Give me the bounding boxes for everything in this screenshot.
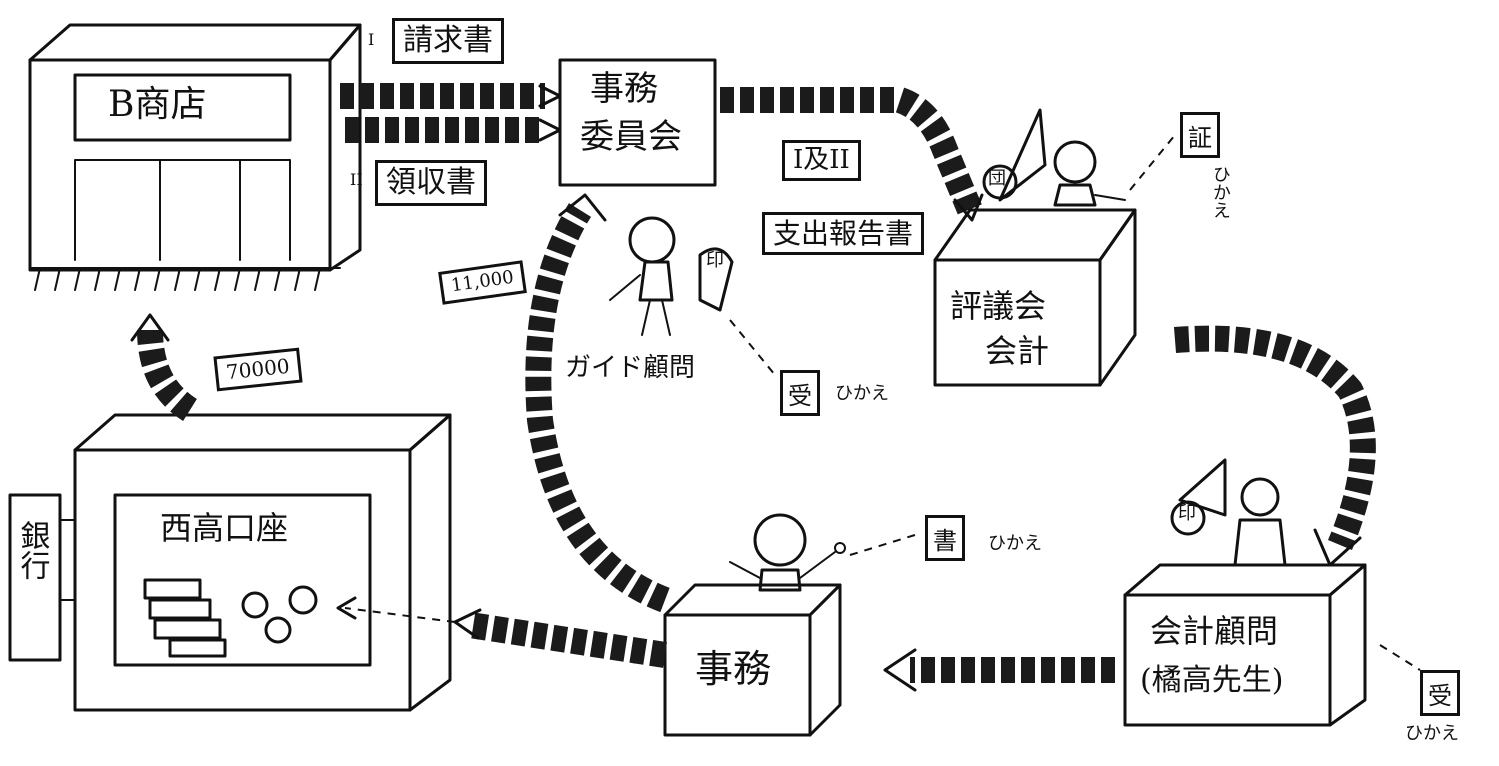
ledger-hikae: ひかえ xyxy=(1405,723,1459,744)
shop-building xyxy=(28,23,362,291)
committee-label-2: 委員会 xyxy=(580,117,682,157)
committee-box-outline xyxy=(558,58,717,187)
cert-stamp: 証 xyxy=(1180,112,1220,158)
receipt-document: 領収書 xyxy=(375,160,487,206)
council-box-outline xyxy=(933,208,1137,387)
shop-to-committee-arrows xyxy=(340,83,562,143)
expense-report: 支出報告書 xyxy=(762,212,925,256)
group-advisor-label: ガイド顧問 xyxy=(565,353,696,383)
group-advisor-person xyxy=(609,216,734,336)
office-label: 事務 xyxy=(695,647,772,691)
council-seal: 団 xyxy=(988,168,1006,189)
shop-sign: B商店 xyxy=(108,84,207,125)
receipt-number: II xyxy=(350,170,363,189)
arrow-office-to-account xyxy=(468,612,667,668)
receipt-stamp: 受 xyxy=(780,370,820,416)
committee-label-1: 事務 xyxy=(590,69,658,109)
office-box-outline xyxy=(663,583,842,737)
council-label-1: 評議会 xyxy=(950,287,1047,325)
money-stacks xyxy=(143,578,318,658)
account-label: 西高口座 xyxy=(160,509,289,547)
ledger-stamp: 受 xyxy=(1420,670,1460,716)
office-person xyxy=(729,513,846,592)
advisor-name: (橘高先生) xyxy=(1140,663,1284,698)
advisor-label: 会計顧問 xyxy=(1150,612,1279,650)
document-pair: I及II xyxy=(782,140,861,182)
arrow-committee-to-council xyxy=(720,87,982,215)
bank-label: 銀行 xyxy=(14,520,50,580)
receipt-hikae: ひかえ xyxy=(835,383,889,404)
invoice-number: I xyxy=(368,30,375,49)
arrow-council-to-advisor xyxy=(1173,325,1376,551)
council-person xyxy=(982,108,1126,207)
invoice-document: 請求書 xyxy=(392,18,504,64)
cert-hikae: ひかえ xyxy=(1209,165,1231,219)
council-label-2: 会計 xyxy=(985,332,1050,370)
advisor-seal: 印 xyxy=(1178,503,1196,524)
doc-hikae: ひかえ xyxy=(988,533,1042,554)
bank-box-outline xyxy=(8,413,452,712)
advisor-person xyxy=(1170,458,1287,567)
group-advisor-seal: 印 xyxy=(706,250,724,271)
arrow-withdrawal xyxy=(137,329,198,422)
arrow-office-to-committee xyxy=(525,203,670,613)
doc-stamp: 書 xyxy=(925,515,965,561)
